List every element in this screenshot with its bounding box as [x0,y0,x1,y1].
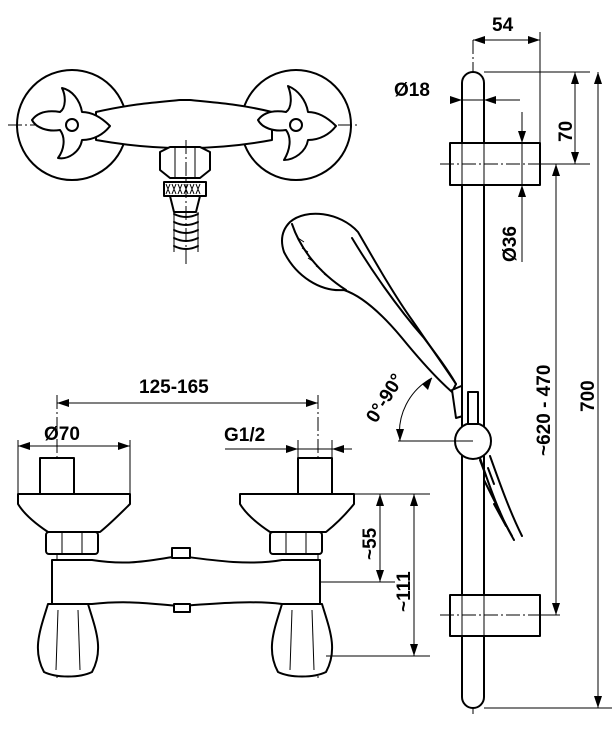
left-handle-front [36,603,100,678]
hose-connector-knurl [163,181,207,197]
holder-clip [467,391,479,425]
dim-54: 54 [492,15,514,36]
left-cross-handle-top [31,87,111,160]
right-cross-handle-top [257,85,337,161]
dim-111: ~111 [394,571,415,612]
right-rosette-front [239,493,355,533]
mixer-front-view [17,395,355,680]
shower-head [281,212,457,393]
dim-thread: G1/2 [224,425,265,446]
slide-rod [461,71,485,709]
top-outlet-stub [171,547,191,559]
left-nut-front [45,531,99,555]
hose-nut-top [159,146,211,179]
left-rosette-front [17,493,131,533]
dim-holder-diameter: Ø36 [500,226,521,262]
right-nut-front [269,531,323,555]
dim-height-range: ~620 - 470 [534,365,555,456]
left-inlet-pipe [39,457,75,495]
dim-center-distance: 125-165 [139,377,209,398]
hand-shower [281,212,471,419]
mixer-body-top [95,99,273,149]
bottom-outlet-stub [173,603,191,613]
right-handle-front [270,603,334,678]
mixer-body-front [51,555,321,607]
dim-rod-diameter: Ø18 [394,80,430,101]
dim-55: ~55 [360,527,381,560]
right-inlet-pipe [297,457,333,495]
dimension-lines [17,32,612,709]
mixer-top-view [8,69,360,265]
dim-700: 700 [578,380,599,412]
dim-rosette-diameter: Ø70 [44,424,80,445]
slide-bar [440,40,548,715]
dim-70: 70 [556,121,577,142]
